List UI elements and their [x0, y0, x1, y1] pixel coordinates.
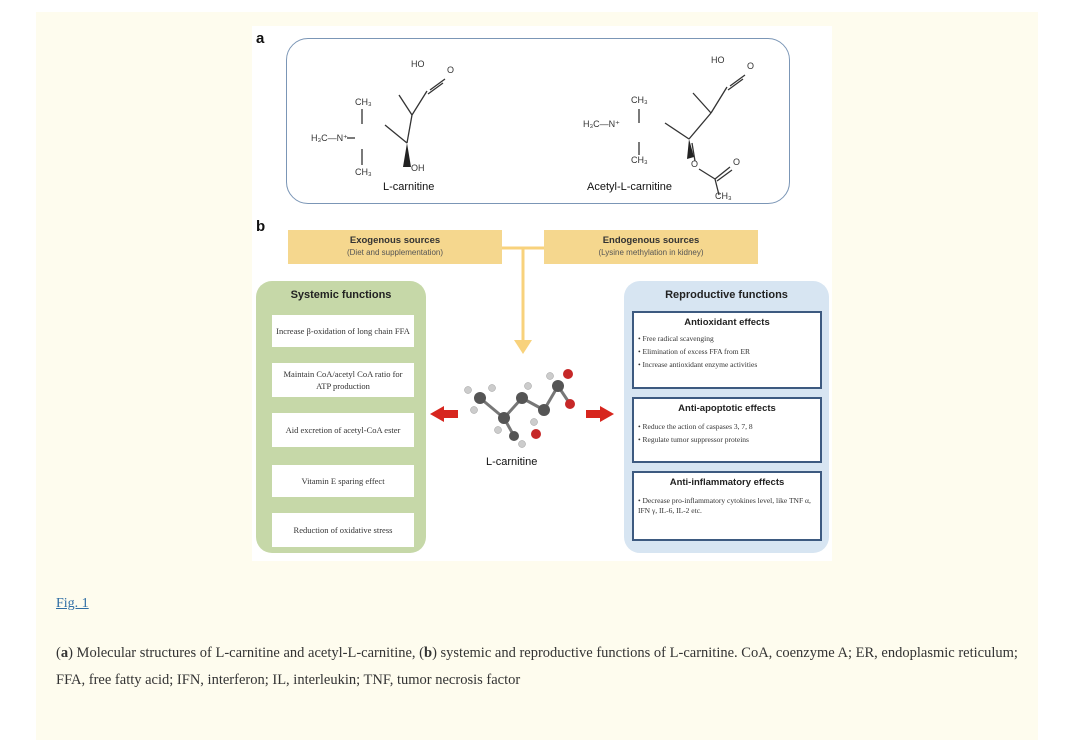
acetyl-ch3-end-label: CH₃: [715, 191, 732, 201]
carnitine-ch3-top-label: CH₃: [355, 97, 372, 107]
antioxidant-line: • Elimination of excess FFA from ER: [638, 347, 751, 356]
exogenous-sources-box: Exogenous sources (Diet and supplementat…: [288, 230, 502, 264]
systemic-item: Vitamin E sparing effect: [272, 465, 414, 497]
systemic-item: Aid excretion of acetyl-CoA ester: [272, 413, 414, 447]
antioxidant-line: • Free radical scavenging: [638, 334, 714, 343]
carnitine-name: L-carnitine: [383, 181, 435, 193]
acetyl-n-label: H₃C—N⁺: [583, 119, 620, 129]
systemic-item: Increase β-oxidation of long chain FFA: [272, 315, 414, 347]
carnitine-oh-label: OH: [411, 163, 425, 173]
exogenous-subtitle: (Diet and supplementation): [346, 248, 444, 257]
antioxidant-box: Antioxidant effects • Free radical scave…: [632, 311, 822, 389]
center-molecule-label: L-carnitine: [486, 456, 538, 468]
antiapoptotic-line: • Reduce the action of caspases 3, 7, 8: [638, 422, 753, 431]
caption-a-label: a: [60, 645, 69, 661]
reproductive-title: Reproductive functions: [665, 289, 788, 301]
caption-text-2: ) systemic and reproductive functions of…: [56, 645, 1018, 688]
carnitine-ch3-bottom-label: CH₃: [355, 167, 372, 177]
acetyl-ho-label: HO: [711, 55, 725, 65]
antioxidant-line: • Increase antioxidant enzyme activities: [638, 360, 758, 369]
systemic-item: Maintain CoA/acetyl CoA ratio for ATP pr…: [272, 363, 414, 397]
acetyl-name: Acetyl-L-carnitine: [587, 181, 672, 193]
structure-bonds: [347, 74, 746, 196]
panel-a-letter: a: [256, 30, 265, 47]
systemic-title: Systemic functions: [290, 289, 392, 301]
panel-b-letter: b: [256, 218, 266, 235]
antiinflammatory-box: Anti-inflammatory effects • Decrease pro…: [632, 471, 822, 541]
caption-b-label: b: [423, 645, 433, 661]
antiapoptotic-line: • Regulate tumor suppressor proteins: [638, 435, 749, 444]
carnitine-o-label: O: [447, 65, 455, 75]
acetyl-ester-o-label: O: [691, 159, 699, 169]
acetyl-carbonyl-o-label: O: [733, 157, 741, 167]
acetyl-o-label: O: [747, 61, 755, 71]
antiapoptotic-title: Anti-apoptotic effects: [678, 403, 776, 414]
acetyl-ch3-top-label: CH₃: [631, 95, 648, 105]
reproductive-functions-panel: Reproductive functions Antioxidant effec…: [624, 281, 829, 553]
acetyl-ch3-bottom-label: CH₃: [631, 155, 648, 165]
antiinflammatory-line: • Decrease pro-inflammatory cytokines le…: [638, 496, 811, 515]
carnitine-ho-label: HO: [411, 59, 425, 69]
figure-caption: (a) Molecular structures of L-carnitine …: [56, 645, 1018, 688]
antioxidant-title: Antioxidant effects: [684, 317, 770, 328]
exogenous-title: Exogenous sources: [349, 235, 441, 246]
figure-image: a: [252, 26, 832, 561]
antiinflammatory-title: Anti-inflammatory effects: [669, 477, 785, 488]
caption-text-1: ) Molecular structures of L-carnitine an…: [68, 645, 424, 661]
antiapoptotic-box: Anti-apoptotic effects • Reduce the acti…: [632, 397, 822, 463]
endogenous-title: Endogenous sources: [602, 235, 700, 246]
diagram-arrows: [430, 246, 614, 448]
figure-link[interactable]: Fig. 1: [56, 596, 89, 611]
endogenous-subtitle: (Lysine methylation in kidney): [598, 248, 704, 257]
endogenous-sources-box: Endogenous sources (Lysine methylation i…: [544, 230, 758, 264]
systemic-item: Reduction of oxidative stress: [272, 513, 414, 547]
carnitine-n-label: H₃C—N⁺: [311, 133, 348, 143]
structures-box: HO O CH₃ H₃C—N⁺ CH₃ OH L-carnitine HO O …: [286, 38, 790, 204]
systemic-functions-panel: Systemic functions Increase β-oxidation …: [256, 281, 426, 553]
